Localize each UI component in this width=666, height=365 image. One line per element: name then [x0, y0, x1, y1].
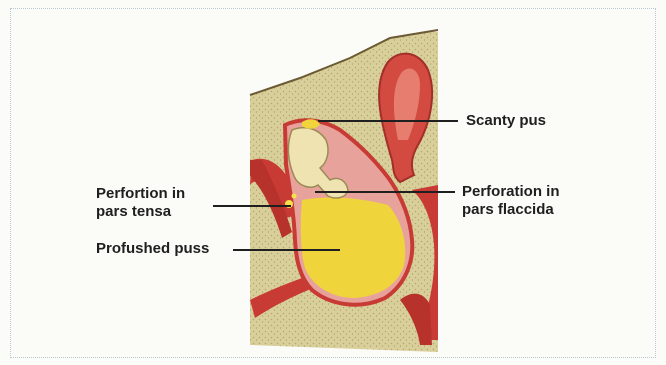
label-perforation-pars-tensa: Perfortion in pars tensa [96, 185, 185, 221]
profuse-pus-region [301, 198, 405, 298]
label-perforation-pars-flaccida: Perforation in pars flaccida [462, 183, 560, 219]
label-scanty-pus: Scanty pus [466, 112, 546, 130]
pars-tensa-spot [292, 194, 297, 199]
label-profuse-pus: Profushed puss [96, 240, 209, 258]
